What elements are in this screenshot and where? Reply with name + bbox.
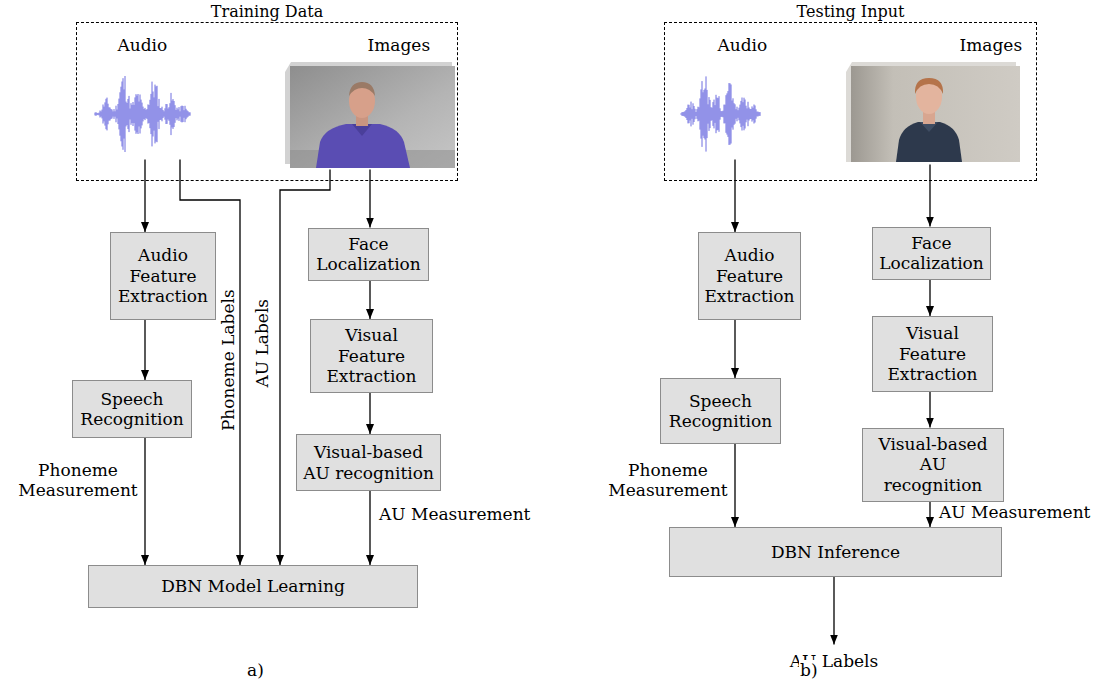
process-box: Audio Feature Extraction xyxy=(698,232,801,320)
flow-arrow xyxy=(929,392,930,428)
box-text: DBN Model Learning xyxy=(161,576,345,596)
box-text: Audio Feature Extraction xyxy=(704,245,795,306)
box-text: Face Localization xyxy=(314,234,423,275)
illustration-part xyxy=(95,76,190,152)
illustration-part xyxy=(316,124,410,168)
box-text: Visual-based AU recognition xyxy=(302,442,435,483)
flow-arrow xyxy=(180,160,240,566)
illustration-part xyxy=(896,122,962,162)
edge-label: AU Measurement xyxy=(938,502,1091,522)
signal-name: Images xyxy=(960,35,1023,55)
input-group: Testing InputAudioImages xyxy=(664,22,1037,181)
edge-label: AU Measurement xyxy=(378,504,531,524)
illustration-part xyxy=(681,76,760,151)
flow-arrow xyxy=(144,320,145,380)
box-text: Speech Recognition xyxy=(666,391,775,432)
process-box: DBN Model Learning xyxy=(88,565,418,608)
flow-arrow xyxy=(929,502,930,528)
panel-title: Training Data xyxy=(77,2,457,21)
flow-arrow xyxy=(929,280,930,317)
edge-label: Phoneme Labels xyxy=(218,288,238,432)
panel-caption: a) xyxy=(246,660,265,680)
flow-arrow xyxy=(734,444,735,527)
edge-label: AU Labels xyxy=(252,298,272,389)
process-box: Face Localization xyxy=(308,228,429,281)
flow-arrow xyxy=(929,165,930,227)
flow-arrow xyxy=(369,281,370,320)
box-text: Speech Recognition xyxy=(78,389,186,430)
process-box: Face Localization xyxy=(872,227,991,280)
flow-arrow xyxy=(734,160,735,233)
box-text: Face Localization xyxy=(878,233,985,274)
edge-label: Phoneme Measurement xyxy=(15,460,141,501)
input-signal: Images xyxy=(848,35,1023,165)
illustration-part xyxy=(349,82,375,96)
process-box: Speech Recognition xyxy=(72,380,192,438)
illustration-part xyxy=(915,78,943,94)
process-box: Audio Feature Extraction xyxy=(110,232,216,320)
flow-arrow xyxy=(369,393,370,434)
process-box: Visual-based AU recognition xyxy=(296,434,441,491)
box-text: DBN Inference xyxy=(771,542,900,562)
illustration-part xyxy=(290,66,455,168)
box-text: Visual-based AU recognition xyxy=(868,434,998,495)
panel-caption: b) xyxy=(799,660,819,680)
input-signal: Audio xyxy=(678,35,778,160)
input-group: Training DataAudioImages xyxy=(76,22,458,181)
flow-arrow xyxy=(144,438,145,565)
process-box: DBN Inference xyxy=(669,527,1002,577)
signal-name: Audio xyxy=(118,35,168,55)
panel-title: Testing Input xyxy=(665,2,1036,21)
box-text: Visual Feature Extraction xyxy=(316,325,427,386)
edge-label: Phoneme Measurement xyxy=(605,460,731,501)
process-box: Visual Feature Extraction xyxy=(310,319,433,393)
flow-arrow xyxy=(833,577,834,645)
illustration-part xyxy=(851,66,1020,162)
signal-name: Images xyxy=(368,35,431,55)
box-text: Visual Feature Extraction xyxy=(878,323,987,384)
signal-name: Audio xyxy=(718,35,768,55)
flow-arrow xyxy=(144,160,145,233)
flow-arrow xyxy=(369,491,370,565)
process-box: Visual-based AU recognition xyxy=(862,428,1004,502)
input-signal: Audio xyxy=(92,35,195,160)
flow-arrow xyxy=(734,320,735,378)
process-box: Speech Recognition xyxy=(660,378,781,444)
output-label: AU Labels xyxy=(776,645,892,678)
input-signal: Images xyxy=(283,35,458,170)
box-text: Audio Feature Extraction xyxy=(116,245,210,306)
process-box: Visual Feature Extraction xyxy=(872,316,993,392)
flow-arrow xyxy=(369,170,370,228)
